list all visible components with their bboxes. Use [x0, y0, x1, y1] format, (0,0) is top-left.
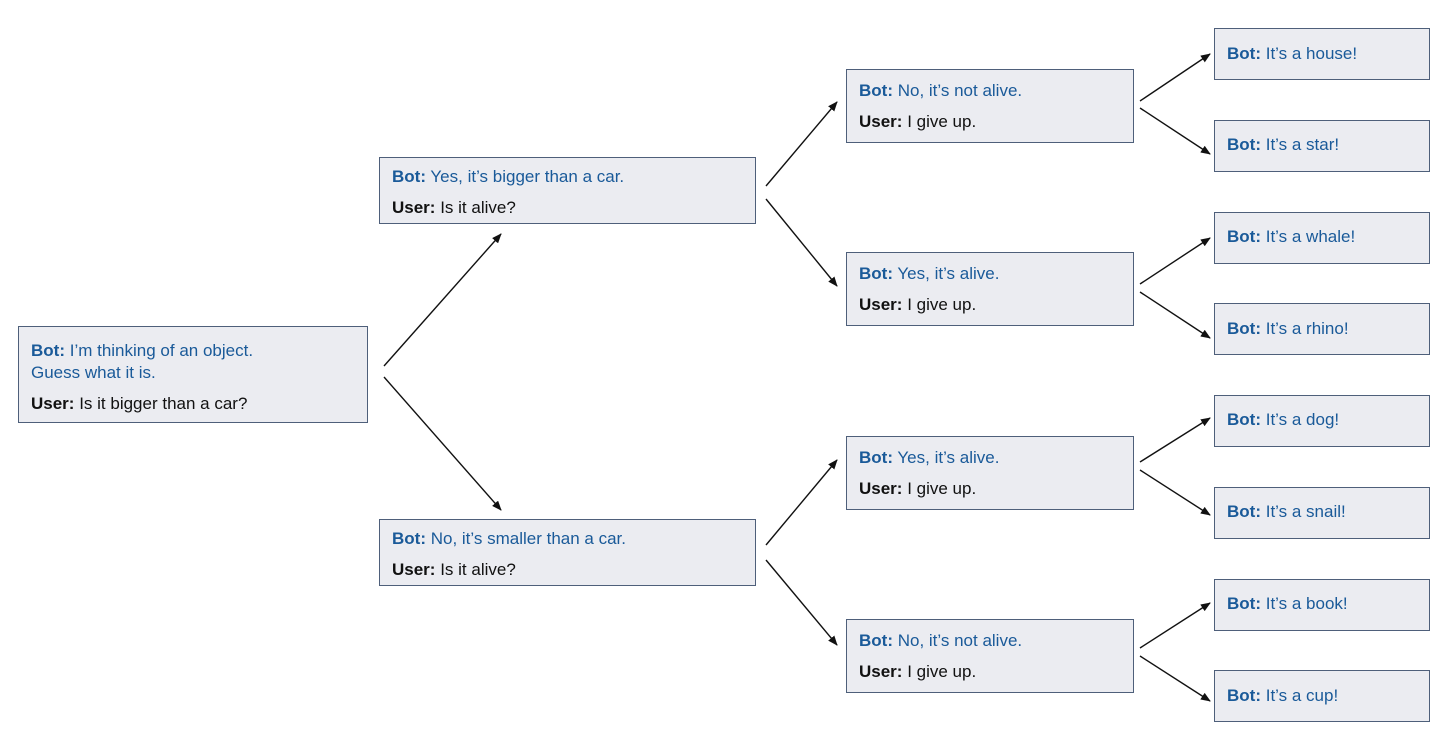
bot-line: Bot: No, it’s smaller than a car. — [392, 528, 741, 550]
bot-line: Bot: Yes, it’s bigger than a car. — [392, 166, 741, 188]
bot-label: Bot: — [1227, 227, 1261, 246]
bot-line: Bot: It’s a cup! — [1227, 685, 1415, 707]
node-bigger-alive: Bot: Yes, it’s alive. User: I give up. — [846, 252, 1134, 326]
bot-message: Yes, it’s alive. — [897, 264, 1000, 283]
bot-message: No, it’s smaller than a car. — [430, 529, 626, 548]
user-message: Is it alive? — [440, 198, 516, 217]
node-bigger: Bot: Yes, it’s bigger than a car. User: … — [379, 157, 756, 224]
user-label: User: — [859, 662, 903, 681]
user-line: User: Is it alive? — [392, 197, 741, 219]
leaf-house: Bot: It’s a house! — [1214, 28, 1430, 80]
arrow-to-snail — [1139, 469, 1211, 516]
bot-line: Bot: It’s a book! — [1227, 593, 1415, 615]
arrow-to-star — [1139, 107, 1211, 155]
bot-label: Bot: — [859, 448, 893, 467]
user-label: User: — [859, 479, 903, 498]
user-line: User: I give up. — [859, 661, 1119, 683]
bot-label: Bot: — [392, 529, 426, 548]
user-message: I give up. — [907, 112, 977, 131]
leaf-snail: Bot: It’s a snail! — [1214, 487, 1430, 539]
bot-label: Bot: — [1227, 319, 1261, 338]
bot-label: Bot: — [1227, 410, 1261, 429]
leaf-rhino: Bot: It’s a rhino! — [1214, 303, 1430, 355]
node-root: Bot: I’m thinking of an object. Guess wh… — [18, 326, 368, 423]
leaf-star: Bot: It’s a star! — [1214, 120, 1430, 172]
leaf-book: Bot: It’s a book! — [1214, 579, 1430, 631]
bot-label: Bot: — [1227, 135, 1261, 154]
user-message: I give up. — [907, 295, 977, 314]
arrow-smaller-to-alive — [765, 459, 838, 546]
bot-message: It’s a star! — [1265, 135, 1340, 154]
user-label: User: — [31, 394, 75, 413]
bot-line: Bot: It’s a snail! — [1227, 501, 1415, 523]
bot-message: It’s a whale! — [1265, 227, 1356, 246]
arrow-to-rhino — [1139, 291, 1211, 339]
bot-message: It’s a house! — [1265, 44, 1358, 63]
user-line: User: Is it bigger than a car? — [31, 393, 353, 415]
bot-line: Guess what it is. — [31, 362, 353, 384]
leaf-cup: Bot: It’s a cup! — [1214, 670, 1430, 722]
user-label: User: — [859, 112, 903, 131]
user-message: Is it alive? — [440, 560, 516, 579]
bot-line: Bot: It’s a house! — [1227, 43, 1415, 65]
bot-line: Bot: It’s a star! — [1227, 134, 1415, 156]
bot-line: Bot: Yes, it’s alive. — [859, 263, 1119, 285]
bot-label: Bot: — [31, 341, 65, 360]
bot-line: Bot: No, it’s not alive. — [859, 80, 1119, 102]
bot-label: Bot: — [1227, 686, 1261, 705]
node-smaller: Bot: No, it’s smaller than a car. User: … — [379, 519, 756, 586]
bot-label: Bot: — [859, 81, 893, 100]
user-label: User: — [392, 560, 436, 579]
arrow-to-house — [1139, 53, 1211, 102]
bot-line: Bot: No, it’s not alive. — [859, 630, 1119, 652]
bot-line: Bot: It’s a whale! — [1227, 226, 1415, 248]
bot-line: Bot: Yes, it’s alive. — [859, 447, 1119, 469]
user-message: I give up. — [907, 479, 977, 498]
arrow-to-book — [1139, 602, 1211, 649]
bot-label: Bot: — [1227, 502, 1261, 521]
arrow-to-dog — [1139, 417, 1211, 463]
user-message: I give up. — [907, 662, 977, 681]
user-label: User: — [859, 295, 903, 314]
user-line: User: I give up. — [859, 478, 1119, 500]
bot-label: Bot: — [859, 264, 893, 283]
arrow-bigger-to-not-alive — [765, 101, 838, 187]
bot-label: Bot: — [392, 167, 426, 186]
node-bigger-not-alive: Bot: No, it’s not alive. User: I give up… — [846, 69, 1134, 143]
bot-line: Bot: It’s a dog! — [1227, 409, 1415, 431]
user-message: Is it bigger than a car? — [79, 394, 248, 413]
bot-message: It’s a book! — [1265, 594, 1348, 613]
arrow-bigger-to-alive — [765, 198, 838, 287]
bot-message: It’s a dog! — [1265, 410, 1340, 429]
user-line: User: I give up. — [859, 294, 1119, 316]
bot-message: No, it’s not alive. — [897, 631, 1023, 650]
bot-message: Guess what it is. — [31, 363, 156, 382]
bot-message: Yes, it’s bigger than a car. — [430, 167, 625, 186]
node-smaller-alive: Bot: Yes, it’s alive. User: I give up. — [846, 436, 1134, 510]
bot-message: It’s a cup! — [1265, 686, 1339, 705]
user-line: User: Is it alive? — [392, 559, 741, 581]
bot-message: I’m thinking of an object. — [69, 341, 254, 360]
bot-message: No, it’s not alive. — [897, 81, 1023, 100]
user-label: User: — [392, 198, 436, 217]
user-line: User: I give up. — [859, 111, 1119, 133]
bot-label: Bot: — [1227, 44, 1261, 63]
arrow-root-to-smaller — [383, 376, 502, 511]
leaf-whale: Bot: It’s a whale! — [1214, 212, 1430, 264]
arrow-root-to-bigger — [383, 233, 502, 367]
bot-label: Bot: — [1227, 594, 1261, 613]
bot-line: Bot: It’s a rhino! — [1227, 318, 1415, 340]
leaf-dog: Bot: It’s a dog! — [1214, 395, 1430, 447]
arrow-to-cup — [1139, 655, 1211, 702]
bot-message: It’s a rhino! — [1265, 319, 1349, 338]
arrow-to-whale — [1139, 237, 1211, 285]
node-smaller-not-alive: Bot: No, it’s not alive. User: I give up… — [846, 619, 1134, 693]
arrow-smaller-to-not-alive — [765, 559, 838, 646]
bot-line: Bot: I’m thinking of an object. — [31, 340, 353, 362]
bot-message: It’s a snail! — [1265, 502, 1346, 521]
bot-label: Bot: — [859, 631, 893, 650]
bot-message: Yes, it’s alive. — [897, 448, 1000, 467]
